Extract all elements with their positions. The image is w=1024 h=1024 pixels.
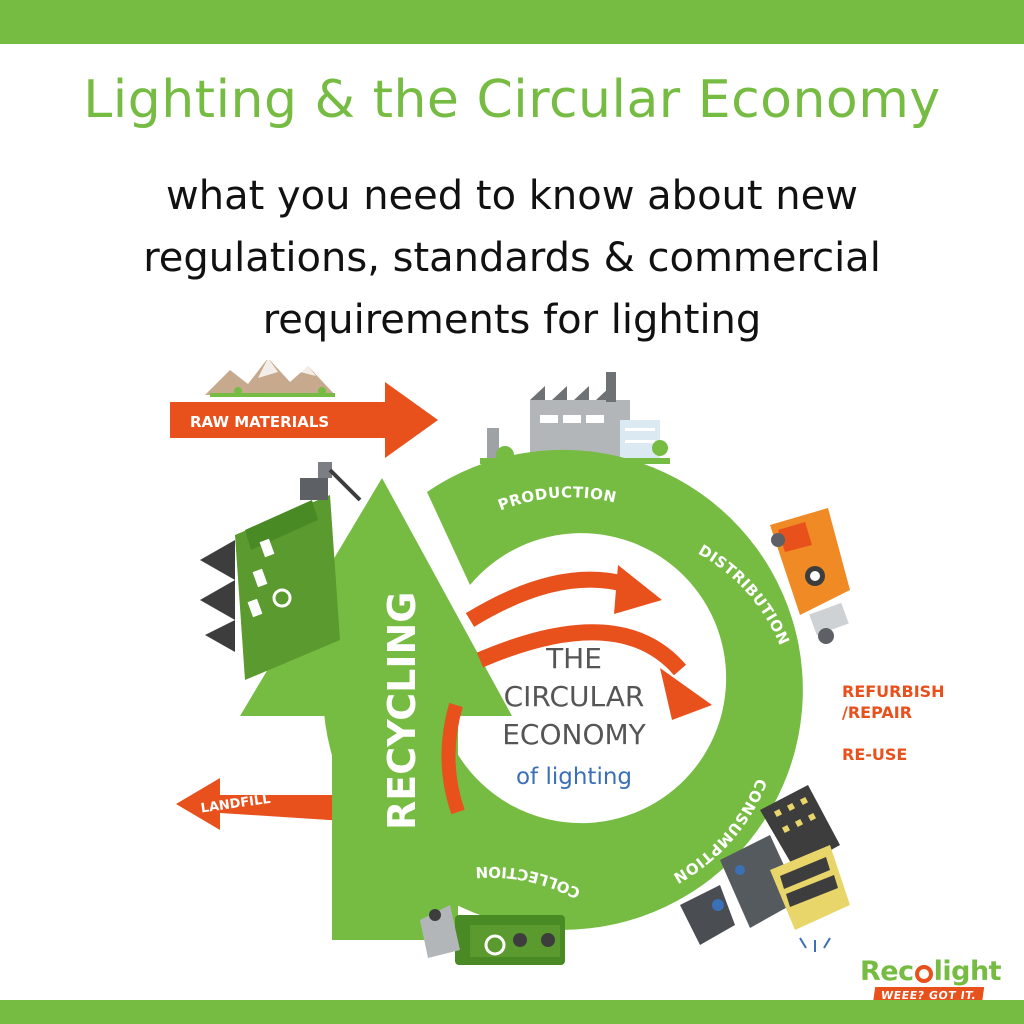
logo-word-right: light bbox=[933, 956, 1002, 987]
center-line-3: ECONOMY bbox=[502, 718, 646, 751]
inner-cycle-arrows bbox=[441, 565, 712, 815]
mountains-icon bbox=[205, 360, 335, 397]
center-line-1: THE bbox=[545, 642, 602, 675]
center-subtitle: of lighting bbox=[516, 764, 632, 790]
circular-economy-diagram: RAW MATERIALS LANDFILL RECYCLING bbox=[170, 360, 945, 965]
landfill-arrow: LANDFILL bbox=[176, 778, 363, 830]
reuse-label: RE-USE bbox=[842, 745, 907, 764]
logo-word-left: Rec bbox=[860, 956, 914, 987]
recycling-arrow bbox=[240, 478, 512, 940]
buildings-icon bbox=[680, 785, 850, 952]
truck-icon bbox=[770, 508, 850, 644]
logo-o-icon bbox=[914, 965, 933, 983]
subtitle-line-1: what you need to know about new bbox=[166, 173, 858, 219]
subtitle-line-2: regulations, standards & commercial bbox=[143, 235, 881, 281]
center-title: THE CIRCULAR ECONOMY of lighting bbox=[502, 642, 646, 790]
recycling-plant-icon bbox=[200, 462, 362, 680]
refurbish-label-2: /REPAIR bbox=[842, 703, 912, 722]
collection-truck-icon bbox=[420, 905, 565, 965]
recycling-label: RECYCLING bbox=[380, 591, 424, 830]
logo-wordmark: Rec light bbox=[860, 956, 1002, 987]
subtitle-line-3: requirements for lighting bbox=[262, 297, 762, 343]
top-bar bbox=[0, 0, 1024, 44]
refurbish-label-1: REFURBISH bbox=[842, 682, 945, 701]
page-subtitle: what you need to know about new regulati… bbox=[40, 165, 984, 351]
raw-materials-arrow: RAW MATERIALS bbox=[170, 382, 438, 458]
bottom-bar bbox=[0, 1000, 1024, 1024]
page-title: Lighting & the Circular Economy bbox=[83, 70, 941, 130]
center-line-2: CIRCULAR bbox=[504, 680, 645, 713]
raw-materials-label: RAW MATERIALS bbox=[190, 413, 329, 431]
